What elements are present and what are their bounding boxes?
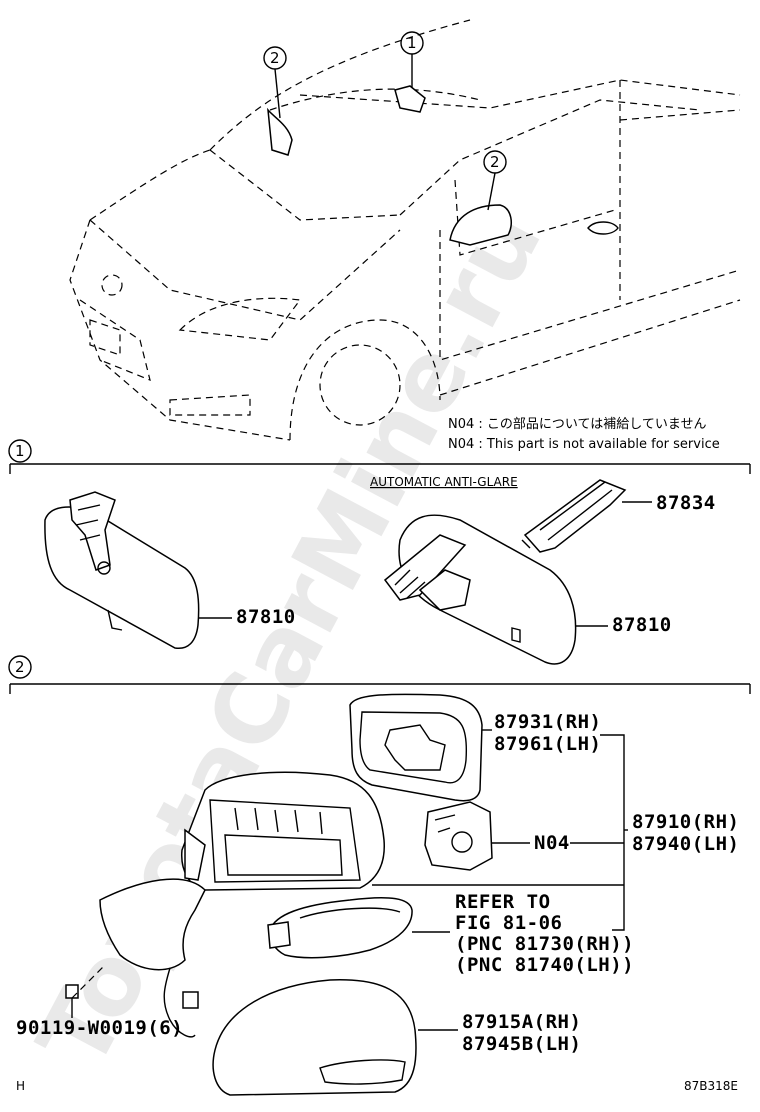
part-n04: N04 xyxy=(534,832,570,854)
part-screw: 90119-W0019(6) xyxy=(16,1017,183,1039)
inner-mirror-left xyxy=(44,491,200,650)
part-87834: 87834 xyxy=(656,492,716,514)
footer-left: H xyxy=(16,1079,25,1093)
part-87810-left: 87810 xyxy=(236,606,296,628)
part-87910-rh: 87910(RH) xyxy=(632,811,739,833)
mirror-motor xyxy=(424,801,493,871)
inner-mirror-right xyxy=(383,514,577,665)
mirror-cover xyxy=(212,979,417,1096)
callout-2-car-windshield: 2 xyxy=(263,46,287,119)
refer-line-2: FIG 81-06 xyxy=(455,912,562,934)
note-en: N04 : This part is not available for ser… xyxy=(448,437,720,452)
part-87915a-rh: 87915A(RH) xyxy=(462,1011,581,1033)
mirror-glass xyxy=(349,693,483,802)
callout-1-car: 1 xyxy=(400,31,424,88)
bracket-87834 xyxy=(521,479,627,553)
part-87961-lh: 87961(LH) xyxy=(494,733,601,755)
part-87945b-lh: 87945B(LH) xyxy=(462,1033,581,1055)
mirror-body xyxy=(65,771,385,1038)
svg-text:2: 2 xyxy=(15,658,25,676)
section-1-header: 1 xyxy=(8,439,751,474)
svg-text:2: 2 xyxy=(490,153,500,171)
part-87810-right: 87810 xyxy=(612,614,672,636)
refer-line-3: (PNC 81730(RH)) xyxy=(455,933,634,955)
note-jp: N04 : この部品については補給していません xyxy=(448,417,706,432)
svg-text:1: 1 xyxy=(407,34,417,52)
svg-text:1: 1 xyxy=(15,442,25,460)
turn-signal-lamp xyxy=(267,896,413,959)
figure-code: 87B318E xyxy=(684,1079,738,1093)
part-87940-lh: 87940(LH) xyxy=(632,833,739,855)
car-illustration xyxy=(69,19,741,441)
part-87931-rh: 87931(RH) xyxy=(494,711,601,733)
refer-line-1: REFER TO xyxy=(455,891,551,913)
callout-2-car-door: 2 xyxy=(483,150,507,211)
refer-line-4: (PNC 81740(LH)) xyxy=(455,954,634,976)
anti-glare-header: AUTOMATIC ANTI-GLARE xyxy=(370,475,518,489)
svg-text:2: 2 xyxy=(270,49,280,67)
section-2-header: 2 xyxy=(8,655,751,694)
